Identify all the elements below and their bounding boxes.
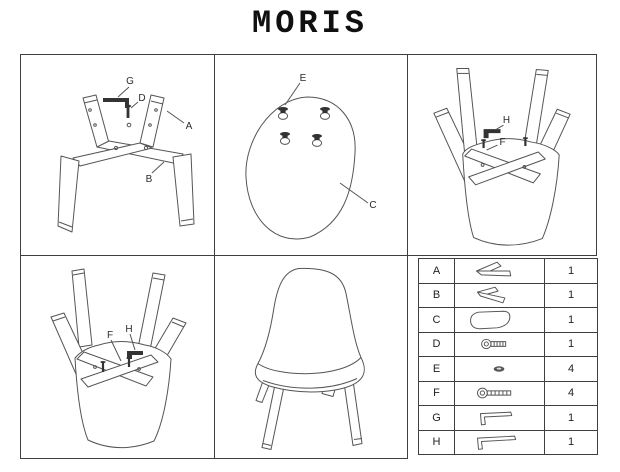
leg-frame-a-icon xyxy=(454,258,545,284)
part-qty: 1 xyxy=(544,405,598,431)
leg-frame-b-icon xyxy=(454,282,545,308)
table-row: F 4 xyxy=(418,380,598,406)
part-letter: B xyxy=(418,282,455,308)
part-letter: E xyxy=(418,356,455,382)
part-qty: 1 xyxy=(544,331,598,357)
step3-drawing: H F xyxy=(433,67,571,246)
cap-nut-icons xyxy=(277,107,331,147)
panel-step2-seat-shell: E C xyxy=(214,54,408,256)
allen-key-g-icon xyxy=(103,98,129,108)
panel-step4-tighten-bolts: F H xyxy=(20,255,215,459)
table-row: A 1 xyxy=(418,258,598,284)
bolt-icons xyxy=(481,137,528,149)
parts-table: A 1 B 1 C xyxy=(418,258,598,455)
allen-key-large-icon xyxy=(454,429,545,455)
part-letter: G xyxy=(418,405,455,431)
step4-drawing: F H xyxy=(50,268,187,449)
step1-drawing: G D A B xyxy=(57,76,195,233)
part-letter: A xyxy=(418,258,455,284)
seat-shell-icon xyxy=(454,307,545,333)
table-row: B 1 xyxy=(418,282,598,308)
panel-step1-leg-frames: G D A B xyxy=(20,54,215,256)
table-row: D 1 xyxy=(418,331,598,357)
table-row: G 1 xyxy=(418,405,598,431)
part-label-h: H xyxy=(503,115,510,126)
part-qty: 4 xyxy=(544,356,598,382)
part-label-a: A xyxy=(186,121,193,132)
part-label-f: F xyxy=(107,330,113,341)
panel-step3-attach-base: H F xyxy=(407,54,597,256)
part-label-h: H xyxy=(125,324,132,335)
part-letter: F xyxy=(418,380,455,406)
part-qty: 1 xyxy=(544,282,598,308)
part-label-g: G xyxy=(126,76,134,87)
part-label-f: F xyxy=(499,137,505,148)
short-bolt-icon xyxy=(454,331,545,357)
step5-drawing xyxy=(254,267,365,450)
cap-nut-icon xyxy=(454,356,545,382)
long-bolt-icon xyxy=(454,380,545,406)
allen-key-h-icon xyxy=(127,351,143,359)
part-label-b: B xyxy=(146,174,153,185)
allen-key-icon xyxy=(454,405,545,431)
table-row: H 1 xyxy=(418,429,598,455)
part-label-c: C xyxy=(369,200,376,211)
part-qty: 1 xyxy=(544,429,598,455)
part-qty: 1 xyxy=(544,307,598,333)
page-title: MORIS xyxy=(251,5,368,42)
table-row: E 4 xyxy=(418,356,598,382)
part-label-d: D xyxy=(138,93,145,104)
part-label-e: E xyxy=(300,73,307,84)
part-qty: 4 xyxy=(544,380,598,406)
part-letter: D xyxy=(418,331,455,357)
part-letter: C xyxy=(418,307,455,333)
panel-step5-finished-chair xyxy=(214,255,408,459)
step2-drawing: E C xyxy=(245,73,377,240)
table-row: C 1 xyxy=(418,307,598,333)
part-letter: H xyxy=(418,429,455,455)
part-qty: 1 xyxy=(544,258,598,284)
allen-key-h-icon xyxy=(483,129,501,139)
